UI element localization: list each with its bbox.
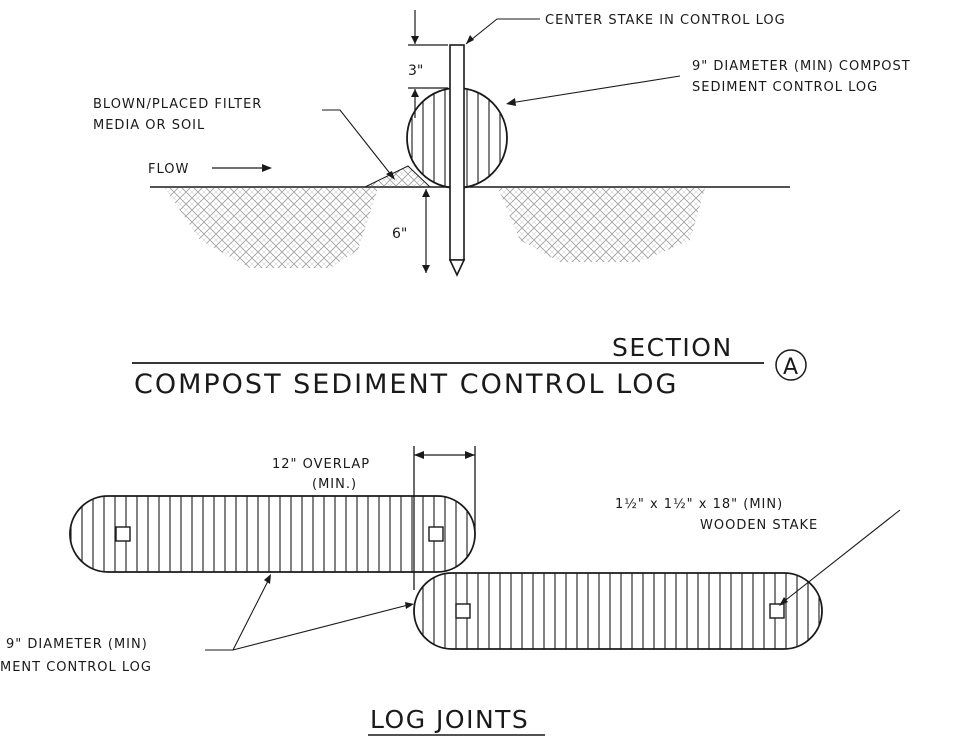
- log-label-line1: 9" DIAMETER (MIN): [6, 637, 148, 652]
- lower-log-stake-left: [455, 603, 471, 619]
- section-title-name: COMPOST SEDIMENT CONTROL LOG: [134, 369, 678, 400]
- log-joints-view: 12" OVERLAP (MIN.) 1½" x 1½" x 18" (MIN)…: [0, 446, 901, 736]
- center-stake: [448, 44, 466, 277]
- overlap-dimension: [413, 446, 476, 590]
- section-marker-circle: [775, 349, 807, 381]
- section-view: 3" 6" CENTER STAKE IN CONTROL LOG 9" DIA…: [93, 10, 911, 277]
- label-log-line1: 9" DIAMETER (MIN) COMPOST: [692, 59, 911, 74]
- label-center-stake: CENTER STAKE IN CONTROL LOG: [545, 13, 786, 28]
- label-log-line2: SEDIMENT CONTROL LOG: [692, 80, 878, 95]
- overlap-label-line2: (MIN.): [312, 477, 357, 492]
- leader-filter-media: [322, 109, 393, 177]
- leader-log-upper: [232, 576, 271, 651]
- section-marker-letter: A: [783, 355, 798, 380]
- dimension-6in: [422, 189, 430, 273]
- dimension-3in: [408, 10, 448, 118]
- soil-hatch-left: [165, 188, 378, 268]
- log-joints-title: LOG JOINTS: [370, 705, 529, 734]
- stake-label-line1: 1½" x 1½" x 18" (MIN): [615, 497, 783, 512]
- leader-log-lower: [232, 603, 413, 651]
- upper-log-stake-right: [428, 526, 444, 542]
- upper-log-stake-left: [115, 526, 131, 542]
- overlap-label-line1: 12" OVERLAP: [272, 457, 370, 472]
- section-title: SECTION COMPOST SEDIMENT CONTROL LOG A: [132, 333, 807, 400]
- dimension-6in-label: 6": [392, 226, 407, 242]
- log-label-line2: MENT CONTROL LOG: [0, 660, 152, 675]
- leader-wooden-stake: [781, 509, 901, 604]
- upper-log: [69, 495, 476, 573]
- leader-center-stake: [465, 18, 540, 45]
- filter-media-wedge: [364, 165, 432, 188]
- leader-compost-log: [509, 75, 681, 104]
- section-title-word: SECTION: [612, 333, 733, 362]
- dimension-3in-label: 3": [408, 63, 423, 79]
- lower-log: [413, 572, 823, 650]
- stake-label-line2: WOODEN STAKE: [700, 518, 818, 533]
- label-filter-line1: BLOWN/PLACED FILTER: [93, 97, 262, 112]
- lower-log-stake-right: [769, 603, 785, 619]
- soil-hatch-right: [498, 188, 705, 262]
- label-flow: FLOW: [148, 162, 189, 177]
- label-filter-line2: MEDIA OR SOIL: [93, 118, 205, 133]
